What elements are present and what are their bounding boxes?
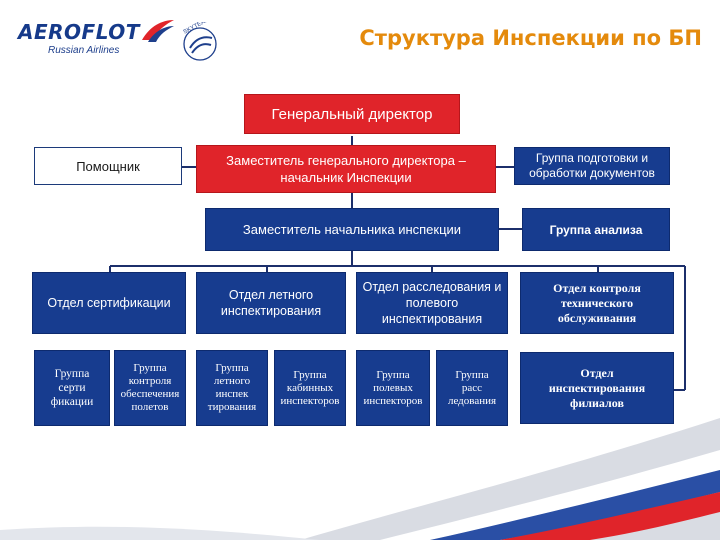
group-field-box: Группа полевых инспекторов [356, 350, 430, 426]
group-investigation-box: Группа расс ледования [436, 350, 508, 426]
skyteam-icon: SKYTEAM [183, 17, 217, 61]
group-cabin-box: Группа кабинных инспекторов [274, 350, 346, 426]
dept-flight-box: Отдел летного инспектирования [196, 272, 346, 334]
group-cabin-label: Группа кабинных инспекторов [280, 368, 340, 407]
dept-cert-label: Отдел сертификации [47, 296, 171, 310]
logo-subtext: Russian Airlines [48, 45, 120, 56]
dept-branches-box: Отдел инспектирования филиалов [520, 352, 674, 424]
deputy-head-box: Заместитель начальника инспекции [205, 208, 499, 251]
group-cert-box: Группа серти фикации [34, 350, 110, 426]
group-flight-support-label: Группа контроля обеспечения полетов [120, 362, 180, 413]
group-flight-insp-box: Группа летного инспек тирования [196, 350, 268, 426]
deputy-gd-label: Заместитель генерального директора – нач… [226, 153, 466, 185]
dept-maintenance-label: Отдел контроля технического обслуживания [553, 280, 641, 325]
dept-branches-label: Отдел инспектирования филиалов [548, 365, 646, 410]
analysis-group-box: Группа анализа [522, 208, 670, 251]
group-field-label: Группа полевых инспекторов [363, 368, 423, 407]
dept-cert-box: Отдел сертификации [32, 272, 186, 334]
wings-icon [142, 20, 174, 42]
skyteam-logo: SKYTEAM [178, 17, 220, 64]
dept-investigation-box: Отдел расследования и полевого инспектир… [356, 272, 508, 334]
doc-group-box: Группа подготовки и обработки документов [514, 147, 670, 185]
group-investigation-label: Группа расс ледования [447, 368, 497, 407]
deputy-gd-box: Заместитель генерального директора – нач… [196, 145, 496, 193]
assistant-label: Помощник [76, 158, 140, 174]
doc-group-label: Группа подготовки и обработки документов [529, 151, 655, 180]
general-director-label: Генеральный директор [271, 105, 433, 123]
dept-flight-label: Отдел летного инспектирования [220, 288, 322, 318]
group-flight-insp-label: Группа летного инспек тирования [207, 362, 257, 413]
logo-text: AEROFLOT [18, 20, 140, 44]
group-flight-support-box: Группа контроля обеспечения полетов [114, 350, 186, 426]
analysis-group-label: Группа анализа [549, 222, 643, 237]
deputy-head-label: Заместитель начальника инспекции [242, 222, 462, 237]
dept-maintenance-box: Отдел контроля технического обслуживания [520, 272, 674, 334]
header: AEROFLOT Russian Airlines SKYTEAM Структ… [0, 0, 720, 68]
general-director-box: Генеральный директор [242, 92, 462, 136]
aeroflot-logo: AEROFLOT Russian Airlines [18, 18, 178, 64]
page-title: Структура Инспекции по БП [359, 26, 702, 50]
dept-investigation-label: Отдел расследования и полевого инспектир… [362, 280, 502, 326]
assistant-box: Помощник [34, 147, 182, 185]
group-cert-label: Группа серти фикации [50, 368, 94, 408]
